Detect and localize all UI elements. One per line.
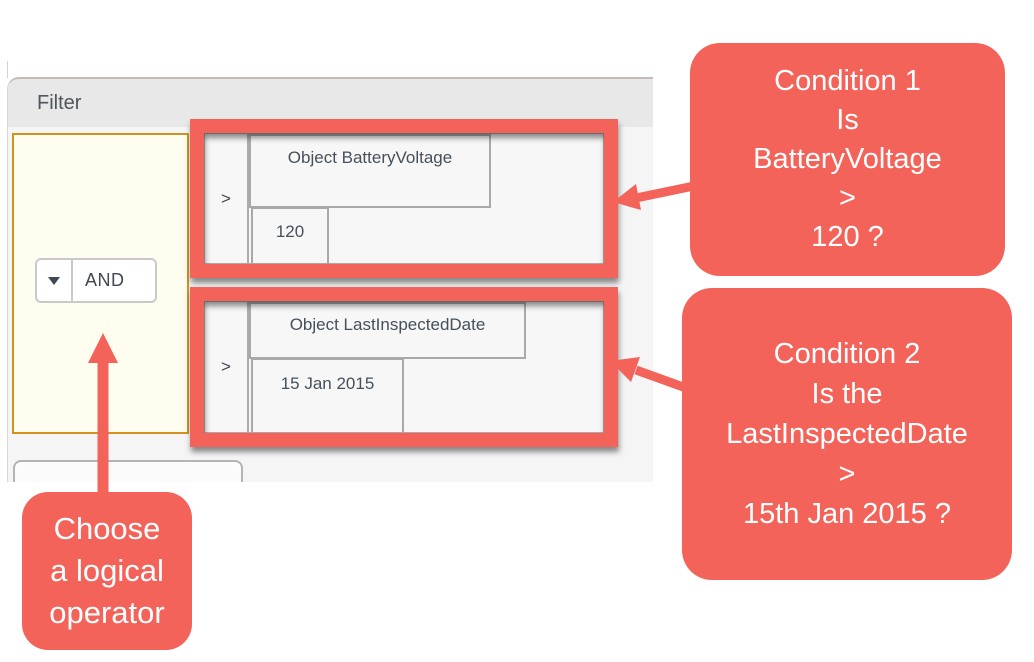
callout-line: Condition 1 [774, 65, 921, 97]
callout-line: a logical [50, 553, 164, 588]
callout-line: Condition 2 [773, 338, 921, 370]
callout-line: 120 ? [811, 221, 884, 253]
callout-line: Choose [53, 511, 161, 546]
callout-line: Is [836, 104, 859, 136]
filter-panel-header: Filter [8, 79, 653, 127]
condition-2-field[interactable]: Object LastInspectedDate [249, 302, 526, 359]
condition-1-value[interactable]: 120 [251, 207, 329, 265]
condition-1-operator[interactable]: > [205, 134, 249, 263]
condition-1-field[interactable]: Object BatteryVoltage [249, 134, 491, 208]
truncated-action-box[interactable] [13, 460, 243, 482]
callout-line: LastInspectedDate [726, 418, 968, 450]
caret-down-icon [48, 276, 60, 285]
condition-row-1: > Object BatteryVoltage 120 [204, 133, 604, 265]
filter-panel: Filter AND > Object BatteryVoltage 120 >… [7, 77, 653, 482]
logic-operator-dropdown[interactable]: AND [35, 258, 157, 303]
callout-line: Is the [811, 378, 883, 410]
logic-operator-panel: AND [12, 133, 189, 434]
callout-line: > [839, 182, 856, 214]
logic-operator-value: AND [85, 270, 125, 290]
callout-condition-2: Condition 2 Is the LastInspectedDate > 1… [682, 288, 1012, 580]
callout-logical-operator: Choose a logical operator [22, 492, 192, 650]
callout-line: operator [49, 595, 165, 630]
condition-row-2: > Object LastInspectedDate 15 Jan 2015 [204, 301, 604, 434]
callout-line: BatteryVoltage [753, 143, 942, 175]
callout-line: > [838, 458, 856, 490]
panel-edge-line [7, 61, 8, 78]
caret-cell[interactable] [37, 260, 73, 301]
callout-condition-1: Condition 1 Is BatteryVoltage > 120 ? [690, 43, 1005, 276]
callout-line: 15th Jan 2015 ? [742, 498, 951, 530]
panel-title: Filter [37, 92, 82, 114]
condition-2-value[interactable]: 15 Jan 2015 [251, 358, 404, 434]
condition-2-operator[interactable]: > [205, 302, 249, 432]
